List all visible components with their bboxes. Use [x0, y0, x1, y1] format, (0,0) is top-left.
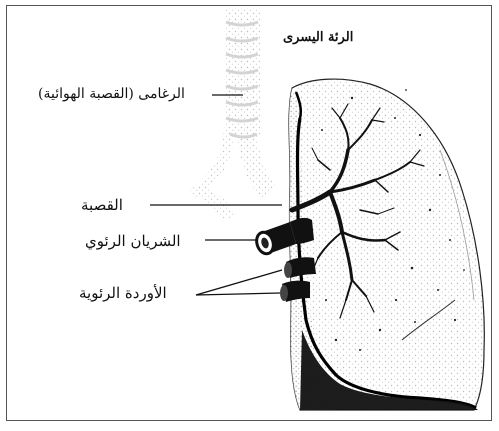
pulmonary-artery-label: الشريان الرئوي [85, 232, 181, 250]
left-lung-shape [289, 79, 484, 410]
vein-leader-upper [196, 270, 282, 295]
pulmonary-veins-label: الأوردة الرئوية [79, 284, 167, 302]
bronchus-label: القصبة [81, 196, 123, 214]
vein-leader-lower [196, 293, 280, 295]
lung-title-label: الرئة اليسرى [283, 30, 353, 45]
trachea-label: الرغامى (القصبة الهوائية) [38, 86, 185, 102]
trachea-shape [190, 8, 275, 222]
